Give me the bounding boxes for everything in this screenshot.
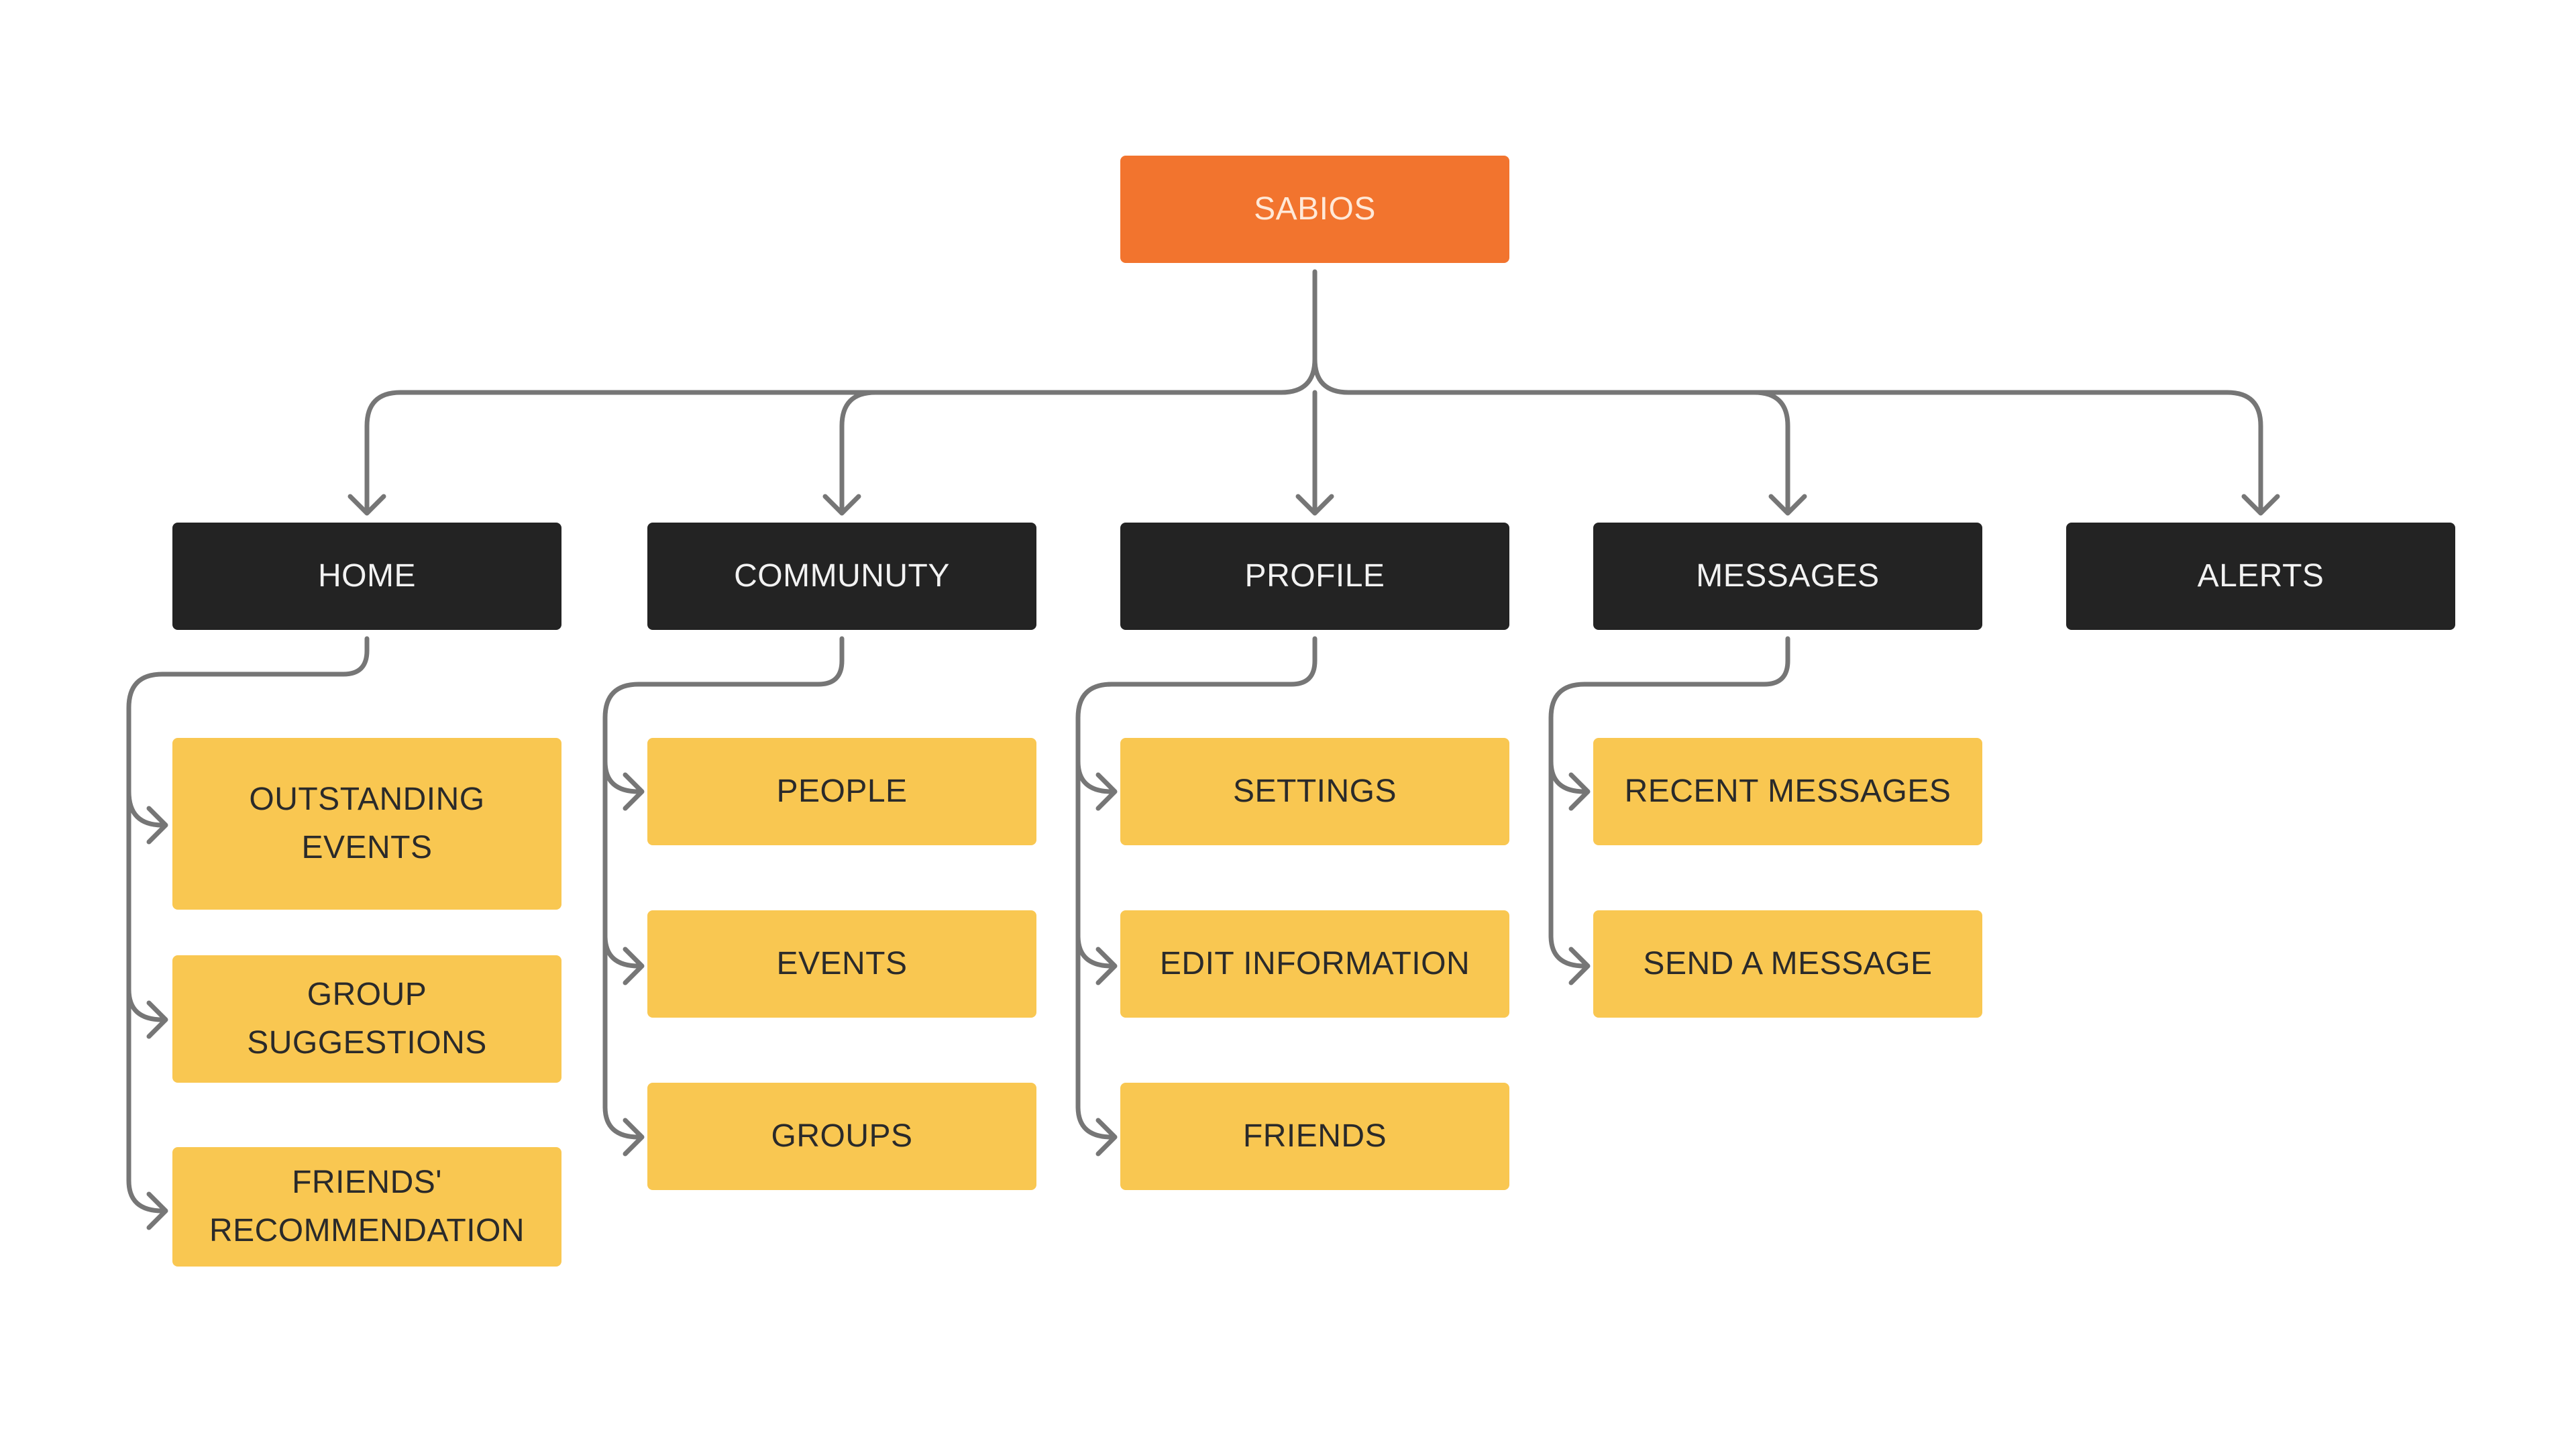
page-groups[interactable]: GROUPS (647, 1083, 1036, 1190)
page-send-a-message[interactable]: SEND A MESSAGE (1593, 910, 1982, 1018)
section-alerts[interactable]: ALERTS (2066, 523, 2455, 630)
arrowhead-home (347, 494, 386, 516)
arrowhead-alerts (2241, 494, 2280, 516)
arrowhead-communuty-child-3 (623, 1118, 645, 1157)
arrowhead-communuty-child-2 (623, 947, 645, 985)
connector-profile-child-2 (1075, 933, 1114, 969)
connector-profile-child-1 (1075, 759, 1114, 794)
arrowhead-home-child-2 (146, 1000, 168, 1039)
page-label: GROUPS (771, 1118, 913, 1154)
arrowhead-home-child-1 (146, 806, 168, 845)
arrowhead-home-child-3 (146, 1191, 168, 1230)
arrowhead-profile-child-1 (1095, 772, 1118, 811)
section-messages[interactable]: MESSAGES (1593, 523, 1982, 630)
page-label: SETTINGS (1232, 773, 1397, 809)
page-label: GROUP SUGGESTIONS (247, 977, 487, 1061)
arrowhead-profile-child-3 (1095, 1118, 1118, 1157)
section-label: PROFILE (1244, 558, 1385, 594)
arrowhead-messages-child-2 (1568, 947, 1591, 985)
connector-communuty-child-2 (602, 933, 641, 969)
arrowhead-communuty (822, 494, 861, 516)
section-label: MESSAGES (1696, 558, 1880, 594)
arrowhead-profile-child-2 (1095, 947, 1118, 985)
page-outstanding-events[interactable]: OUTSTANDING EVENTS (172, 738, 561, 910)
page-friends[interactable]: FRIENDS (1120, 1083, 1509, 1190)
connector-communuty-children (602, 636, 845, 1140)
root-label: SABIOS (1254, 191, 1376, 227)
section-home[interactable]: HOME (172, 523, 561, 630)
arrowhead-messages-child-1 (1568, 772, 1591, 811)
connector-to-messages (1752, 390, 1790, 513)
root-node-sabios[interactable]: SABIOS (1120, 156, 1509, 263)
connector-home-child-2 (126, 987, 165, 1022)
page-label: PEOPLE (776, 773, 908, 809)
connector-root-left (364, 356, 1318, 513)
page-label: FRIENDS' RECOMMENDATION (209, 1165, 525, 1248)
page-friends-recommendation[interactable]: FRIENDS' RECOMMENDATION (172, 1147, 561, 1267)
connector-to-communuty (839, 390, 878, 513)
page-settings[interactable]: SETTINGS (1120, 738, 1509, 845)
connector-home-children (126, 636, 370, 1214)
section-label: COMMUNUTY (734, 558, 950, 594)
page-label: FRIENDS (1242, 1118, 1387, 1154)
connector-communuty-child-1 (602, 759, 641, 794)
section-label: HOME (318, 558, 416, 594)
section-label: ALERTS (2197, 558, 2324, 594)
page-recent-messages[interactable]: RECENT MESSAGES (1593, 738, 1982, 845)
page-label: EDIT INFORMATION (1159, 946, 1470, 981)
arrowhead-profile (1295, 494, 1334, 516)
page-edit-information[interactable]: EDIT INFORMATION (1120, 910, 1509, 1018)
page-label: OUTSTANDING EVENTS (249, 782, 485, 865)
section-profile[interactable]: PROFILE (1120, 523, 1509, 630)
section-communuty[interactable]: COMMUNUTY (647, 523, 1036, 630)
page-label: EVENTS (776, 946, 908, 981)
page-group-suggestions[interactable]: GROUP SUGGESTIONS (172, 955, 561, 1083)
connector-messages-child-1 (1548, 759, 1587, 794)
page-label: RECENT MESSAGES (1624, 773, 1951, 809)
connector-messages-children (1548, 636, 1790, 969)
page-events[interactable]: EVENTS (647, 910, 1036, 1018)
arrowhead-communuty-child-1 (623, 772, 645, 811)
page-people[interactable]: PEOPLE (647, 738, 1036, 845)
connector-profile-children (1075, 636, 1318, 1140)
page-label: SEND A MESSAGE (1643, 946, 1933, 981)
arrowhead-messages (1768, 494, 1807, 516)
connector-home-child-1 (126, 789, 165, 828)
connector-root-trunk (1312, 269, 2263, 513)
